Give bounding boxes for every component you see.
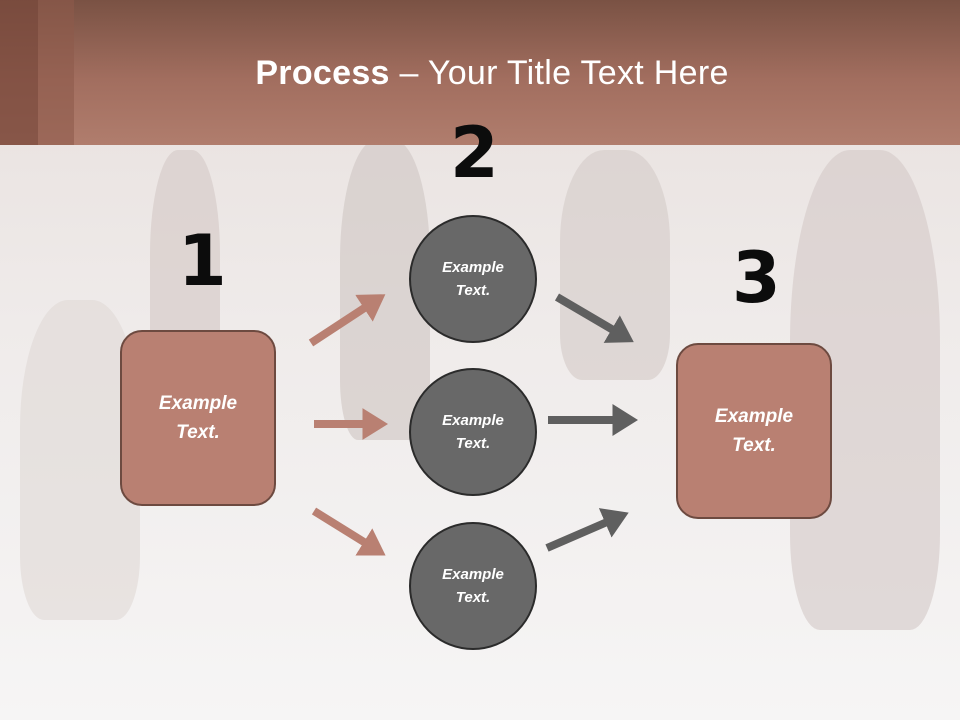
- title-rest: – Your Title Text Here: [389, 54, 729, 92]
- step-3-box: Example Text.: [676, 343, 832, 519]
- step-number-1: 1: [178, 220, 227, 302]
- step-1-box: Example Text.: [120, 330, 276, 506]
- step-3-label: Example Text.: [714, 406, 794, 456]
- slide-title: Process – Your Title Text Here: [0, 54, 960, 93]
- step-2-circle-top: Example Text.: [409, 215, 537, 343]
- arrow-1-to-bottom: [311, 507, 386, 556]
- header-band: [0, 0, 960, 145]
- header-accent-strip-2: [38, 0, 74, 145]
- arrow-1-to-top: [308, 294, 386, 347]
- arrow-top-to-3: [554, 293, 634, 343]
- arrow-bottom-to-3: [545, 508, 629, 552]
- step-1-label: Example Text.: [158, 393, 238, 443]
- step-2-label-middle: Example Text.: [442, 412, 504, 452]
- step-number-2: 2: [450, 112, 499, 194]
- step-2-circle-middle: Example Text.: [409, 368, 537, 496]
- title-bold: Process: [255, 54, 390, 92]
- step-2-circle-bottom: Example Text.: [409, 522, 537, 650]
- header-accent-strip: [0, 0, 38, 145]
- step-2-label-bottom: Example Text.: [442, 566, 504, 606]
- step-number-3: 3: [732, 237, 781, 319]
- step-2-label-top: Example Text.: [442, 259, 504, 299]
